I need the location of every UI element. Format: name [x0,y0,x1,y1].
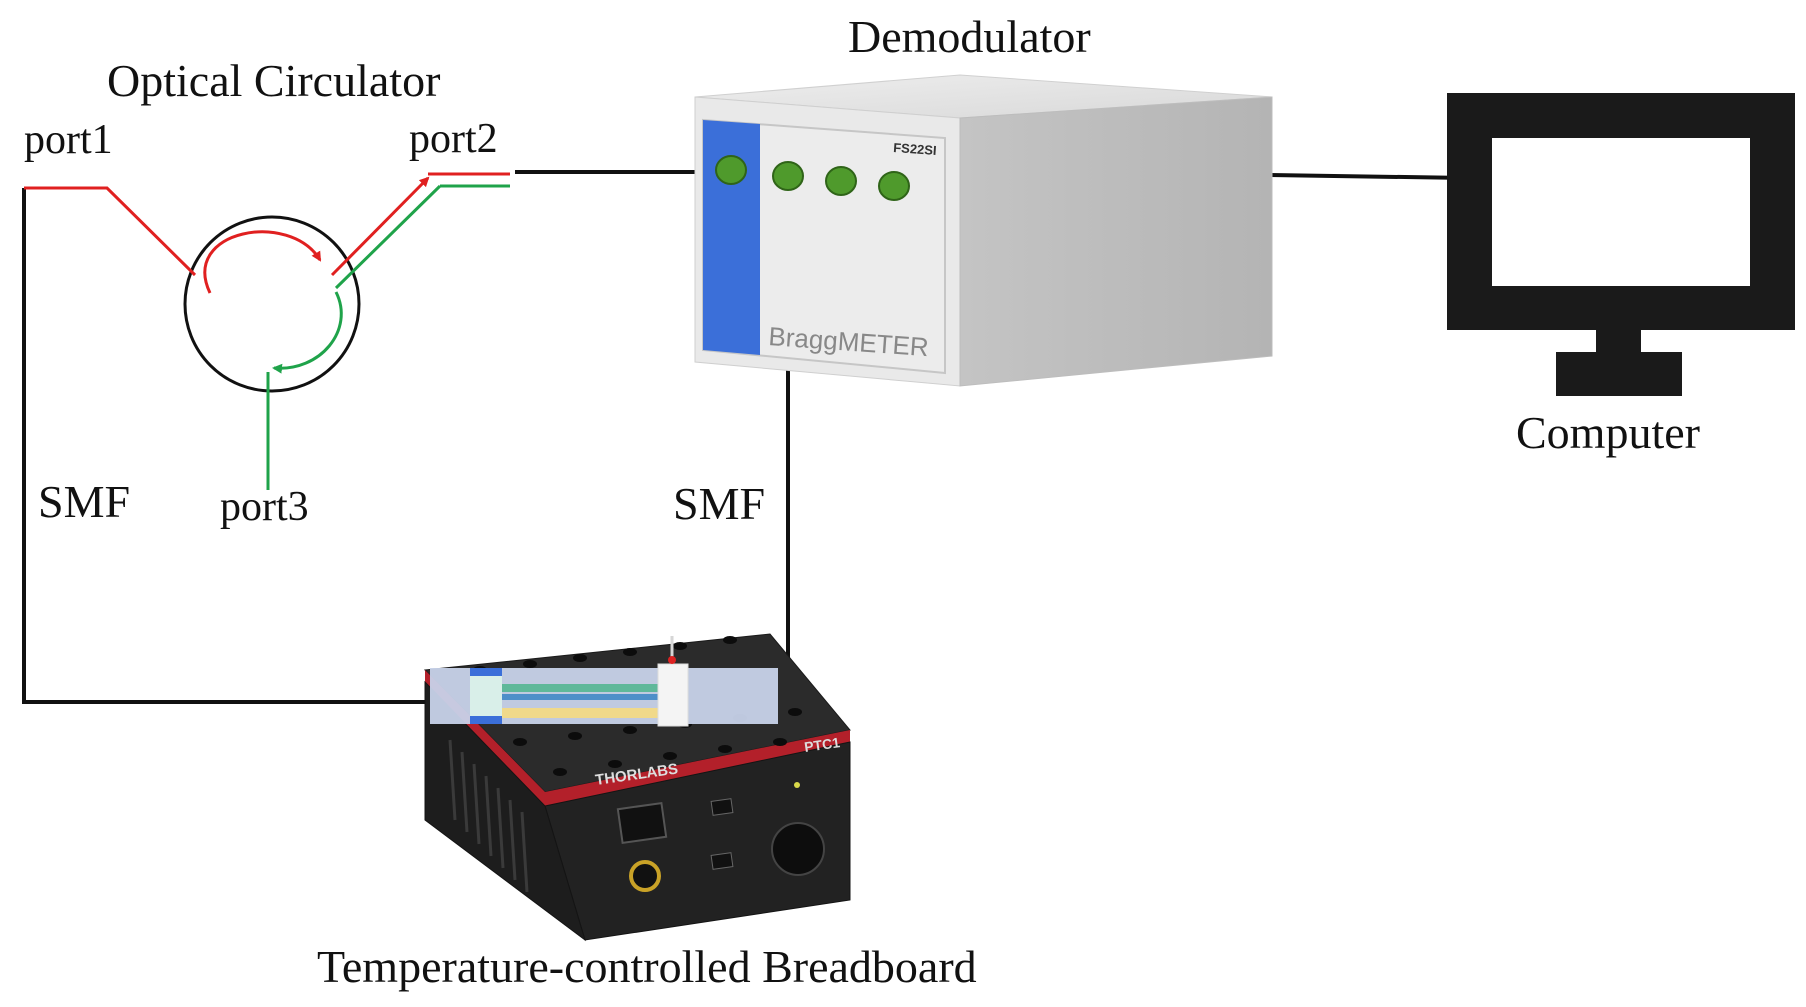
optical-circulator-icon [24,172,510,490]
demodulator-port-3[interactable] [825,166,857,196]
port2-label: port2 [409,116,498,162]
cable-demodulator-to-computer [1269,173,1469,180]
sensor-jack[interactable] [629,860,661,892]
demodulator-port-1[interactable] [715,155,747,185]
demodulator-model-text: FS22SI [893,140,937,158]
power-switch[interactable] [616,801,668,845]
ptc1-model-text: PTC1 [803,734,841,755]
mode-switch-2[interactable] [710,852,734,870]
port3-label: port3 [220,484,309,530]
port1-label: port1 [24,117,113,163]
optical-circulator-label: Optical Circulator [107,55,441,106]
breadboard-label: Temperature-controlled Breadboard [317,941,977,992]
breadboard-device-icon: THORLABS PTC1 [423,633,851,942]
computer-monitor-icon [1447,93,1795,396]
temperature-knob[interactable] [771,822,825,876]
demodulator-port-2[interactable] [772,161,804,191]
fiber-port1-to-breadboard [22,188,430,704]
demodulator-device-icon: FS22SI BraggMETER [694,74,1273,387]
status-led [794,782,800,788]
smf-middle-label: SMF [673,478,766,529]
mode-switch-1[interactable] [710,798,734,816]
computer-label: Computer [1516,407,1700,458]
demodulator-label: Demodulator [848,11,1091,62]
smf-left-label: SMF [38,476,131,527]
demodulator-port-4[interactable] [878,171,910,201]
